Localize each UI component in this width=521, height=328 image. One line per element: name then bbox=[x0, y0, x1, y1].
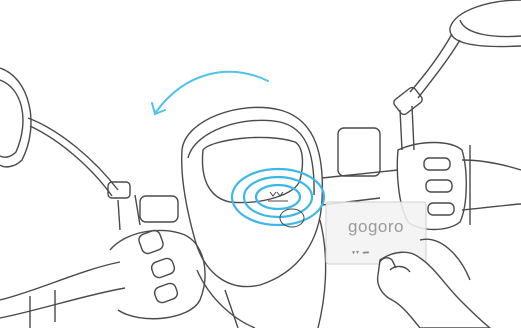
curved-arrow-icon bbox=[151, 70, 269, 116]
gogoro-card bbox=[325, 201, 427, 265]
dashboard bbox=[180, 106, 327, 328]
nfc-reader-logo bbox=[268, 191, 305, 228]
nfc-wave-icon bbox=[230, 167, 326, 227]
left-mirror bbox=[0, 67, 131, 199]
right-mirror bbox=[393, 0, 521, 151]
left-handlebar bbox=[0, 194, 206, 328]
card-brand-text: gogoro bbox=[348, 217, 404, 236]
hand bbox=[376, 238, 492, 328]
